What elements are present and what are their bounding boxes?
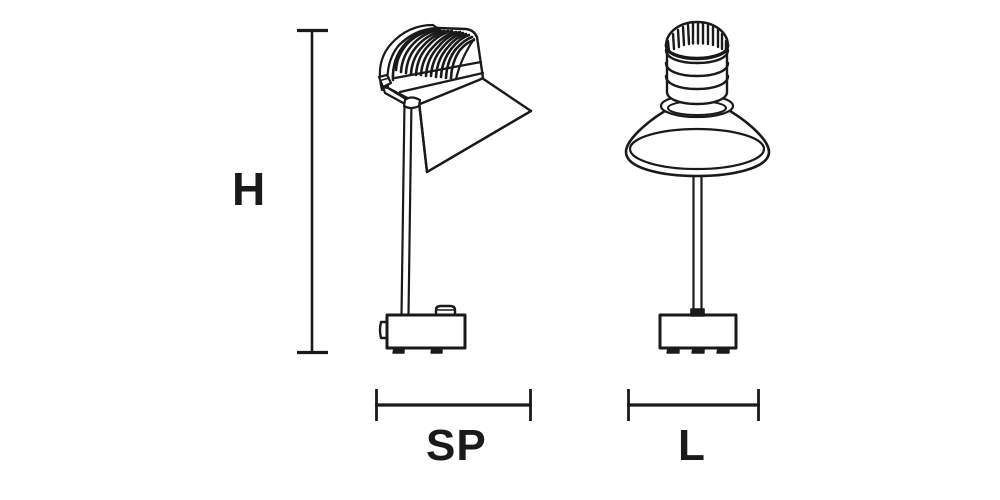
side-view-fin-contour-lower [454, 37, 476, 81]
side-view-head-band-2 [398, 71, 485, 94]
front-view-body-ring-2 [664, 61, 730, 78]
side-view [377, 23, 533, 354]
dimension-spread [375, 389, 532, 421]
front-view-radial-heat-sink-fins [666, 21, 728, 54]
side-view-head-joint [402, 96, 422, 110]
side-view-bracket-yoke [378, 23, 439, 92]
side-view-shade-front-edge [417, 100, 429, 174]
front-view-stem [692, 166, 703, 313]
side-view-base-body [385, 313, 467, 350]
dimension-height [297, 28, 328, 355]
dimension-length-label: L [678, 421, 705, 470]
dimension-spread-label: SP [426, 421, 487, 470]
front-view-body-ring-3 [664, 74, 730, 91]
side-view-adjustment-knob-detail [381, 77, 390, 81]
side-view-stem [400, 98, 413, 317]
dimension-length [627, 389, 760, 421]
front-view-shade-rim-inner [628, 127, 766, 171]
front-view-body-ring-1 [664, 48, 730, 65]
front-view [624, 20, 771, 354]
dimension-height-label: H [232, 163, 266, 215]
front-view-fin-band-boundary [664, 43, 730, 60]
side-view-shade-rim [425, 109, 533, 174]
front-view-base-body [658, 313, 738, 350]
front-view-stem-collar [690, 308, 705, 317]
